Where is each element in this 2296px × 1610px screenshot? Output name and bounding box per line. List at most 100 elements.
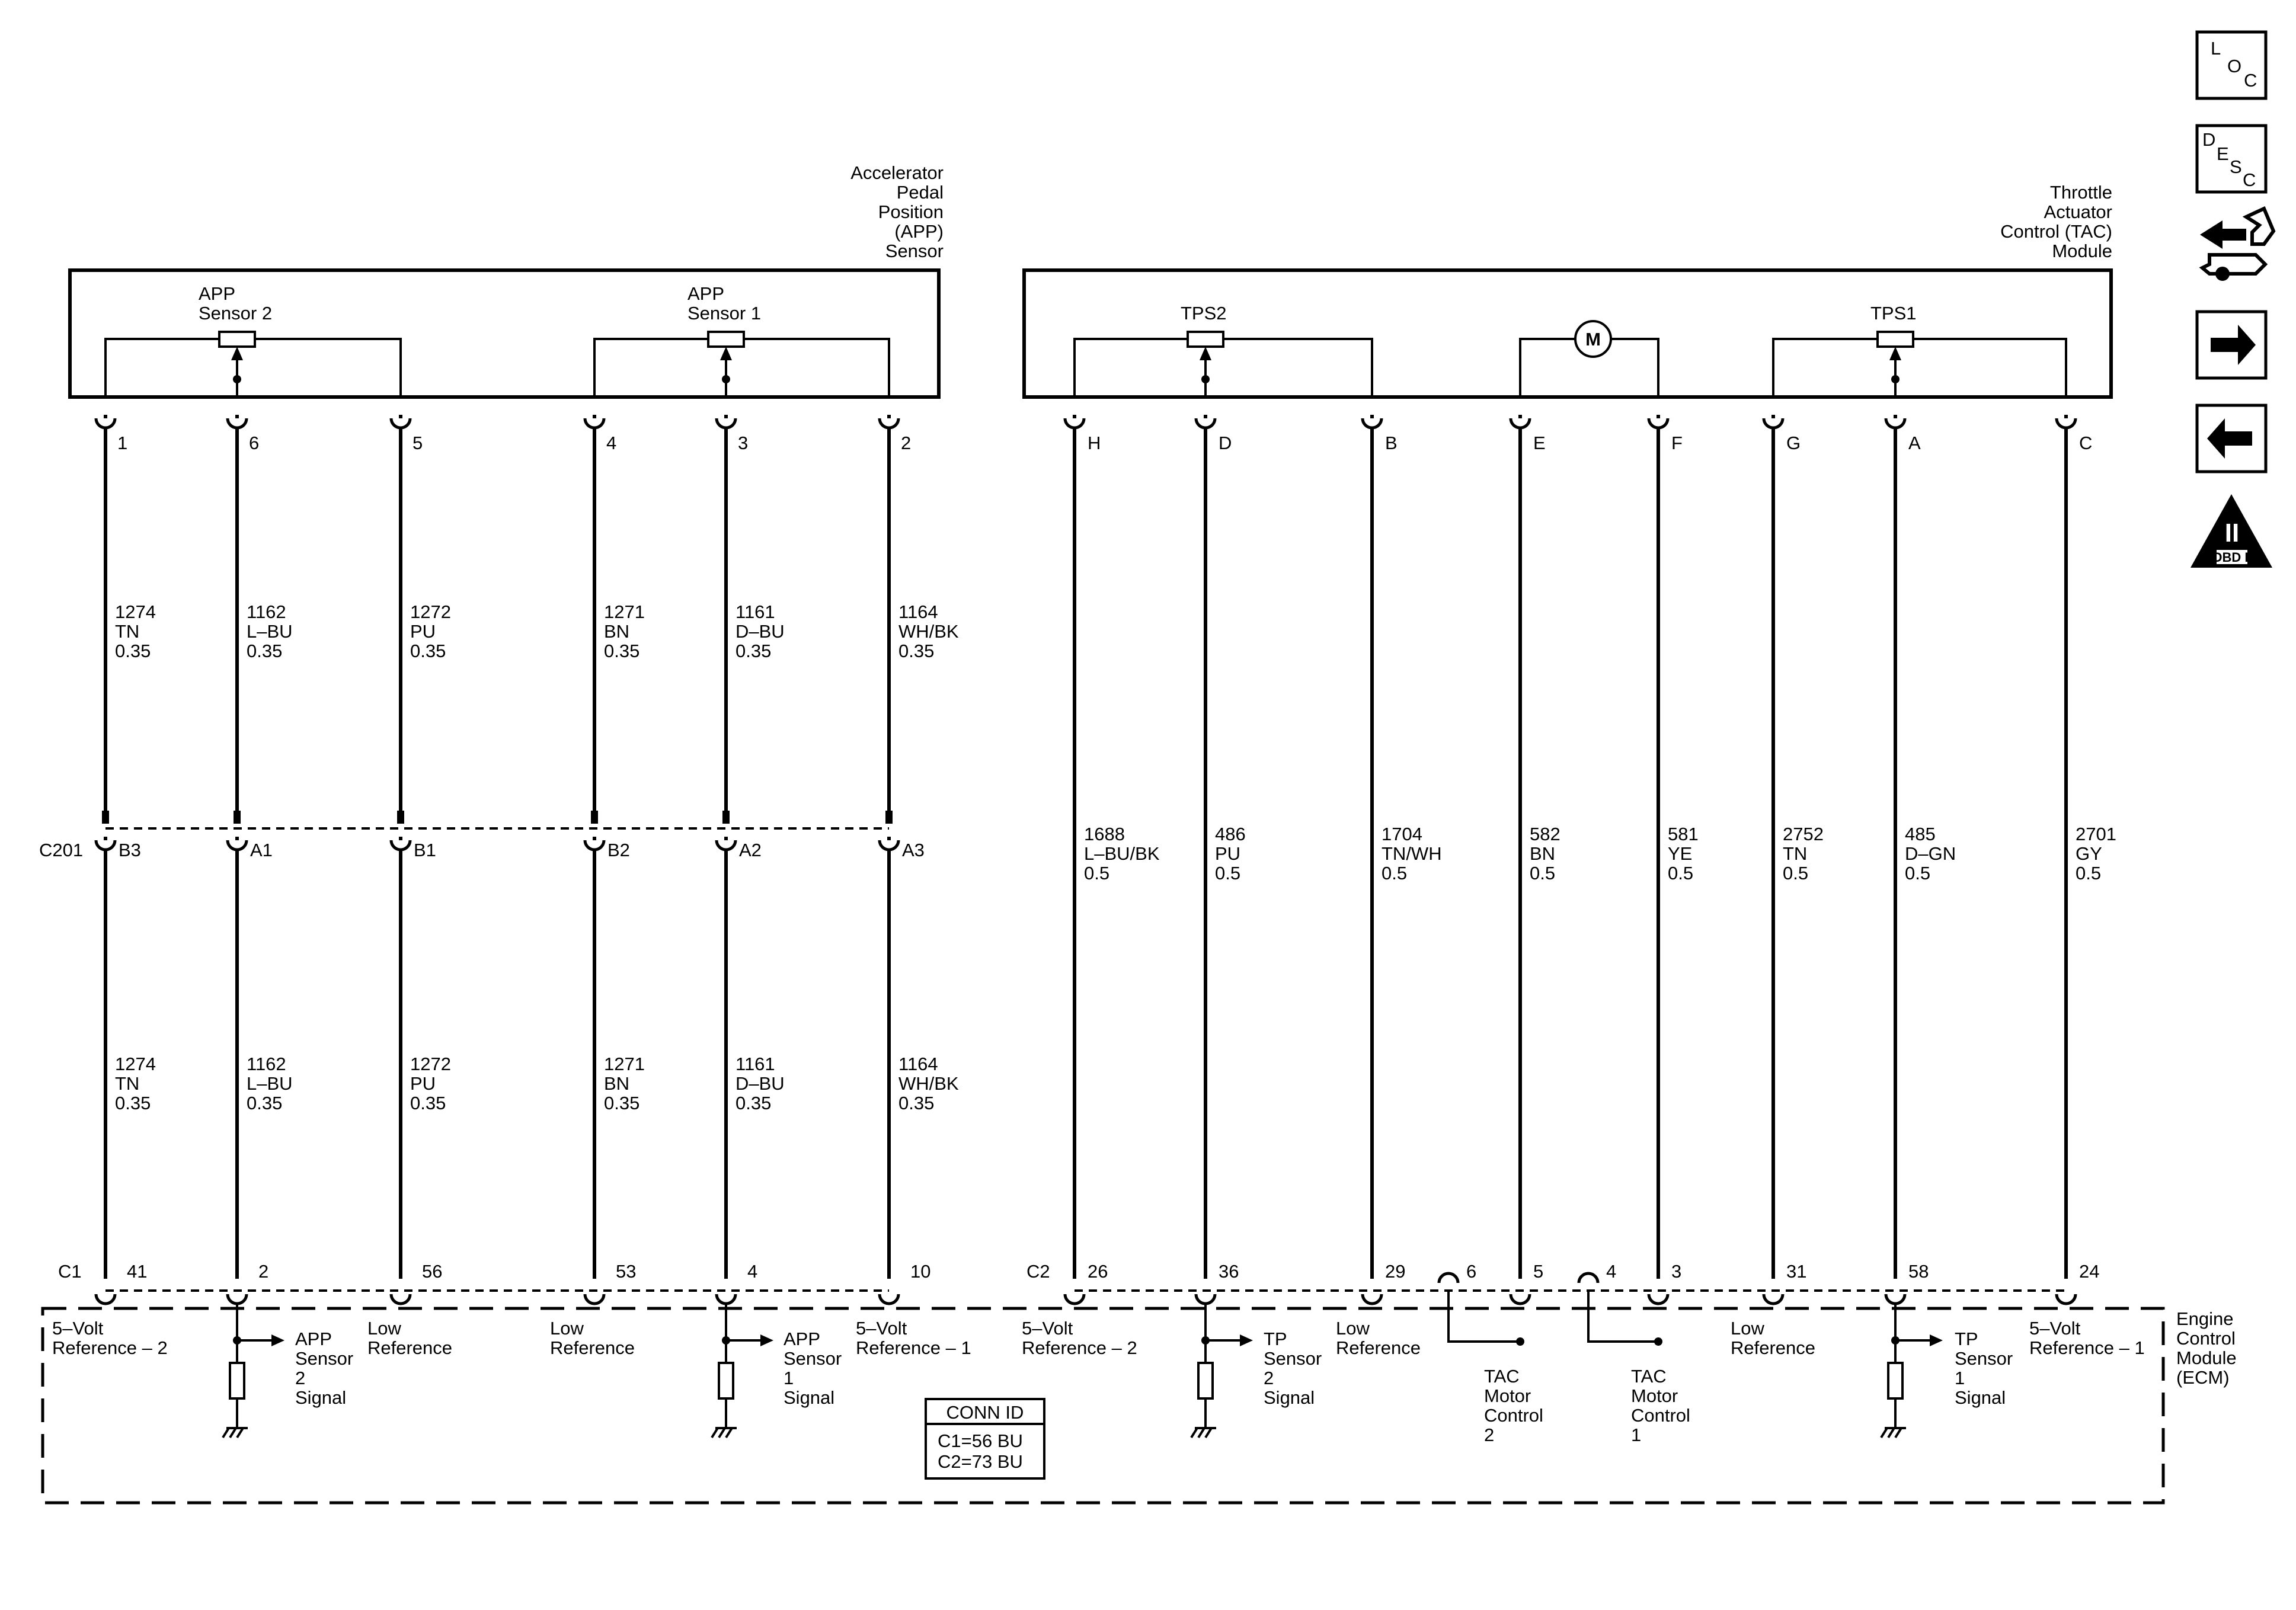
app-pin-cup-5 bbox=[715, 418, 737, 430]
tps2-label: TPS2 bbox=[1181, 303, 1227, 324]
ecm-label-ref1-tp-line-2: Reference – 1 bbox=[2029, 1337, 2145, 1358]
tac-pin-cup-3 bbox=[1361, 418, 1383, 430]
ecm-label-app1-signal-line-2: Sensor bbox=[784, 1348, 842, 1369]
t-tac-text-line-2: Actuator bbox=[2044, 201, 2112, 222]
c2-pin-cup-6 bbox=[1762, 1294, 1785, 1305]
tac-wire-spec-6-line-2: TN bbox=[1783, 843, 1807, 864]
c201-cavity-6: A3 bbox=[902, 840, 925, 860]
ecm-ground-hatch-1-2 bbox=[229, 1427, 237, 1439]
tac-wire-spec-5-line-3: 0.5 bbox=[1668, 863, 1693, 884]
tac-wire-spec-1-line-2: L–BU/BK bbox=[1084, 843, 1160, 864]
app-pin-cup-3 bbox=[389, 418, 412, 430]
ecm-signal-arrow-1 bbox=[271, 1334, 284, 1346]
c201-cavity-3: B1 bbox=[414, 840, 436, 860]
desc-icon[interactable]: D E S C bbox=[2195, 124, 2268, 194]
ecm-label-tac-motor-2-line-3: Control bbox=[1484, 1405, 1543, 1426]
loc-icon[interactable]: L O C bbox=[2195, 30, 2268, 100]
app-wire-spec-upper-4-line-2: BN bbox=[604, 621, 629, 642]
previous-arrow-icon[interactable] bbox=[2195, 404, 2268, 473]
ecm-label-ref1-tp-line-1: 5–Volt bbox=[2029, 1318, 2081, 1339]
ecm-signal-arrow-4 bbox=[1930, 1334, 1943, 1346]
component-swap-icon[interactable] bbox=[2199, 206, 2276, 281]
app-wire-spec-upper-3-line-3: 0.35 bbox=[410, 641, 446, 661]
ecm-label-tac-motor-1-line-4: 1 bbox=[1631, 1425, 1641, 1445]
tac-pin-label-3: B bbox=[1385, 433, 1398, 453]
c2-pin-cup-7 bbox=[1884, 1294, 1907, 1305]
c201-female-4 bbox=[583, 840, 606, 852]
tac-wire-spec-7-line-1: 485 bbox=[1905, 824, 1936, 844]
t-tac-text-line-3: Control (TAC) bbox=[2000, 221, 2112, 242]
tac-pin-label-4: E bbox=[1533, 433, 1546, 453]
t-ecm-text-line-3: Module bbox=[2176, 1347, 2237, 1368]
app-wire-spec-lower-4-line-3: 0.35 bbox=[604, 1093, 639, 1113]
obd-ii-numeral: II bbox=[2225, 518, 2239, 548]
obd-ii-label: OBD II bbox=[2212, 550, 2252, 565]
tac-pin-label-8: C bbox=[2079, 433, 2092, 453]
obd-ii-icon[interactable]: II OBD II bbox=[2191, 494, 2272, 568]
c1-pin-label-3: 56 bbox=[422, 1261, 442, 1282]
tac-pin-label-6: G bbox=[1786, 433, 1801, 453]
tac-pin-cup-7 bbox=[1884, 418, 1907, 430]
ecm-label-tp2-signal-line-4: Signal bbox=[1264, 1387, 1315, 1408]
ecm-label-app2-signal-line-1: APP bbox=[295, 1329, 332, 1349]
ecm-resistor-3 bbox=[1197, 1362, 1214, 1400]
app-pin-label-6: 2 bbox=[901, 433, 911, 453]
c2-pin-4: 4 bbox=[1606, 1261, 1616, 1282]
app-wire-spec-upper-1-line-2: TN bbox=[115, 621, 139, 642]
c2-label: C2 bbox=[1027, 1261, 1050, 1282]
c201-male-6 bbox=[885, 811, 893, 824]
ecm-label-tp2-signal-line-3: 2 bbox=[1264, 1368, 1274, 1388]
ecm-internal-circuits bbox=[222, 1304, 1943, 1439]
ecm-ground-hatch-2-2 bbox=[718, 1427, 726, 1439]
tac-wire-spec-5-line-2: YE bbox=[1668, 843, 1692, 864]
ecm-label-tac-motor-1-line-1: TAC bbox=[1631, 1366, 1667, 1387]
ecm-label-app2-signal-line-4: Signal bbox=[295, 1387, 346, 1408]
c2-pin-6: 6 bbox=[1466, 1261, 1476, 1282]
app-wire-spec-lower-6-line-1: 1164 bbox=[898, 1054, 938, 1074]
conn-id-line-1: C1=56 BU bbox=[938, 1430, 1023, 1451]
c201-label: C201 bbox=[39, 840, 83, 860]
tac-wire-spec-2-line-1: 486 bbox=[1215, 824, 1246, 844]
app-wire-spec-lower-2-line-1: 1162 bbox=[247, 1054, 286, 1074]
app-pin-label-3: 5 bbox=[412, 433, 423, 453]
c1-pin-label-5: 4 bbox=[747, 1261, 757, 1282]
ecm-label-tp2-signal-line-1: TP bbox=[1264, 1329, 1287, 1349]
c201-cavity-4: B2 bbox=[607, 840, 630, 860]
loc-letter-3: C bbox=[2244, 70, 2257, 91]
ecm-label-low-ref-d-line-1: Low bbox=[1731, 1318, 1764, 1339]
next-arrow-icon[interactable] bbox=[2195, 310, 2268, 380]
app-wire-spec-lower-5-line-1: 1161 bbox=[736, 1054, 775, 1074]
app-wire-spec-upper-2-line-1: 1162 bbox=[247, 601, 286, 622]
app-wire-spec-upper-5-line-3: 0.35 bbox=[736, 641, 771, 661]
app-pin-cup-6 bbox=[878, 418, 900, 430]
ecm-label-tp1-signal-line-3: 1 bbox=[1955, 1368, 1965, 1388]
ecm-resistor-2 bbox=[718, 1362, 734, 1400]
ecm-label-tac-motor-1-line-3: Control bbox=[1631, 1405, 1690, 1426]
ecm-label-low-ref-c-line-1: Low bbox=[1336, 1318, 1370, 1339]
tac-wire-spec-7-line-3: 0.5 bbox=[1905, 863, 1930, 884]
c1-pin-cup-4 bbox=[583, 1294, 606, 1305]
tac-wire-spec-8-line-2: GY bbox=[2076, 843, 2102, 864]
app-wire-spec-lower-3-line-2: PU bbox=[410, 1073, 436, 1094]
app-wire-spec-lower-2-line-2: L–BU bbox=[247, 1073, 293, 1094]
app-wire-spec-upper-1-line-1: 1274 bbox=[115, 601, 156, 622]
ecm-ground-hatch-2-3 bbox=[725, 1427, 733, 1439]
tac-wire-spec-1-line-3: 0.5 bbox=[1084, 863, 1109, 884]
tac-wire-spec-1-line-1: 1688 bbox=[1084, 824, 1125, 844]
t-app-text-line-4: (APP) bbox=[894, 221, 944, 242]
c2-pin-label-4: 5 bbox=[1533, 1261, 1543, 1282]
app-wire-spec-lower-1-line-1: 1274 bbox=[115, 1054, 156, 1074]
tac-wire-spec-2-line-3: 0.5 bbox=[1215, 863, 1240, 884]
ecm-label-ref2-app-line-2: Reference – 2 bbox=[52, 1337, 168, 1358]
c2-pin-label-8: 24 bbox=[2079, 1261, 2099, 1282]
c201-female-5 bbox=[715, 840, 737, 852]
c1-pin-label-1: 41 bbox=[127, 1261, 147, 1282]
c201-cavity-5: A2 bbox=[739, 840, 762, 860]
ecm-label-tac-motor-2-line-2: Motor bbox=[1484, 1385, 1531, 1406]
app-wire-spec-upper-1-line-3: 0.35 bbox=[115, 641, 151, 661]
